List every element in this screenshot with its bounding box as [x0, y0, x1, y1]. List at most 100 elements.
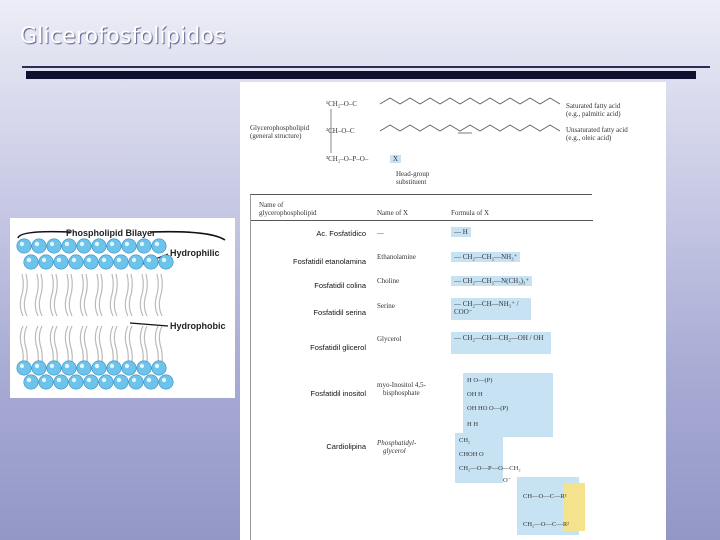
lipid-head-highlight	[86, 377, 92, 383]
lipid-head-highlight	[139, 241, 145, 247]
lipid-tail-top	[109, 273, 114, 317]
formula-row-1: — CH₂—CH₂—NH₃⁺	[451, 252, 521, 262]
cardiolipin-line-5: CH—O—C—R¹	[523, 493, 567, 500]
lipid-head-highlight	[56, 377, 62, 383]
formula-row-3: — CH₂—CH—NH₃⁺ / COO⁻	[451, 298, 531, 320]
lipid-head	[158, 374, 174, 390]
lipid-head	[16, 238, 32, 254]
header-divider	[251, 220, 593, 221]
col-header-x: Name of X	[377, 209, 409, 217]
lipid-head-highlight	[34, 241, 40, 247]
cardiolipin-r-highlight	[563, 483, 585, 531]
lipid-head-highlight	[71, 377, 77, 383]
x-name-row-1: Ethanolamine	[377, 253, 416, 261]
lipid-head-highlight	[19, 241, 25, 247]
lipid-tail-top	[124, 273, 129, 317]
fatty-acid-chains	[330, 97, 561, 153]
lipid-head	[128, 254, 144, 270]
lipid-head-highlight	[131, 257, 137, 263]
lipid-head	[113, 374, 129, 390]
headgroup-label-2: substituent	[396, 178, 427, 186]
cardiolipin-line-4: O⁻	[503, 477, 512, 484]
x-name-row-6: Phosphatidyl-	[377, 439, 417, 447]
lipid-head-highlight	[124, 363, 130, 369]
lipid-tail-top	[38, 273, 43, 317]
headgroup-label-1: Head-group	[396, 170, 430, 178]
lipid-tail-bottom	[83, 325, 88, 369]
lipid-head-highlight	[49, 241, 55, 247]
inositol-line-1: H O—(P)	[467, 377, 493, 384]
lipid-tail-top	[79, 273, 84, 317]
cardiolipin-line-2: CHOH O	[459, 451, 484, 458]
lipid-head-highlight	[79, 363, 85, 369]
cardiolipin-line-1: CH₂	[459, 437, 471, 444]
lipid-tail-top	[34, 273, 39, 317]
lipid-head-highlight	[109, 241, 115, 247]
lipid-tail-top	[23, 273, 28, 317]
lipid-tail-top	[128, 273, 133, 317]
x-name-row-0: —	[377, 229, 384, 237]
x-name-row-5: myo-Inositol 4,5-	[377, 381, 426, 389]
lipid-head-highlight	[154, 241, 160, 247]
inositol-line-2: OH H	[467, 391, 483, 398]
lipid-head-highlight	[26, 377, 32, 383]
lipid-tail-top	[83, 273, 88, 317]
carbon-3: ³CH₂–O–P–O–	[326, 155, 369, 163]
lipid-head-highlight	[116, 257, 122, 263]
lipid-head-highlight	[26, 257, 32, 263]
lipid-tail-bottom	[53, 325, 58, 369]
spanish-name-row-0: Ac. Fosfatídico	[316, 229, 366, 238]
lipid-tail-top	[98, 273, 103, 317]
lipid-head-highlight	[86, 257, 92, 263]
lipid-head	[68, 254, 84, 270]
lipid-head	[46, 238, 62, 254]
spanish-name-row-5: Fosfatidil inositol	[310, 389, 366, 398]
formula-row-2: — CH₂—CH₂—N(CH₃)₃⁺	[451, 276, 533, 286]
lipid-head	[98, 254, 114, 270]
lipid-head	[151, 238, 167, 254]
spanish-name-row-6: Cardiolipina	[326, 442, 366, 451]
x-name-row-2: Choline	[377, 277, 400, 285]
lipid-head	[83, 374, 99, 390]
title-divider-thin	[22, 66, 710, 68]
spanish-name-row-1: Fosfatidil etanolamina	[293, 257, 366, 266]
lipid-tail-top	[53, 273, 58, 317]
lipid-head	[53, 254, 69, 270]
x-name-row-4: Glycerol	[377, 335, 402, 343]
lipid-head-highlight	[101, 377, 107, 383]
lipid-head	[113, 254, 129, 270]
lipid-tail-top	[64, 273, 69, 317]
lipid-tail-bottom	[128, 325, 133, 369]
lipid-tail-top	[49, 273, 54, 317]
lipid-tail-bottom	[113, 325, 118, 369]
lipid-head-highlight	[94, 363, 100, 369]
structure-caption-2: (general structure)	[250, 132, 302, 140]
lipid-tail-top	[158, 273, 163, 317]
lipid-head-highlight	[146, 257, 152, 263]
lipid-head-highlight	[64, 241, 70, 247]
carbon-1: ¹CH₂–O–C	[326, 100, 357, 108]
saturated-label-2: (e.g., palmitic acid)	[566, 110, 621, 118]
spanish-name-row-2: Fosfatidil colina	[314, 281, 366, 290]
lipid-head-highlight	[131, 377, 137, 383]
formula-row-0: — H	[451, 227, 471, 237]
bilayer-illustration	[16, 230, 226, 390]
lipid-head-highlight	[56, 257, 62, 263]
col-header-formula: Formula of X	[451, 209, 490, 217]
lipid-head-highlight	[154, 363, 160, 369]
unsaturated-label-2: (e.g., oleic acid)	[566, 134, 612, 142]
lipid-head-highlight	[41, 257, 47, 263]
structure-caption-1: Glycerophospholipid	[250, 124, 310, 132]
brace-left-line	[17, 230, 71, 239]
inositol-ring-bg: H O—(P) OH H OH HO O—(P) H H	[463, 373, 553, 437]
lipid-head	[151, 360, 167, 376]
lipid-head-highlight	[109, 363, 115, 369]
lipid-tail-bottom	[38, 325, 43, 369]
lipid-head	[31, 360, 47, 376]
lipid-head-highlight	[19, 363, 25, 369]
cardiolipin-line-6: CH₂—O—C—R²	[523, 521, 570, 528]
lipid-head-highlight	[124, 241, 130, 247]
lipid-head-highlight	[161, 257, 167, 263]
lipid-head-highlight	[94, 241, 100, 247]
lipid-tail-bottom	[158, 325, 163, 369]
